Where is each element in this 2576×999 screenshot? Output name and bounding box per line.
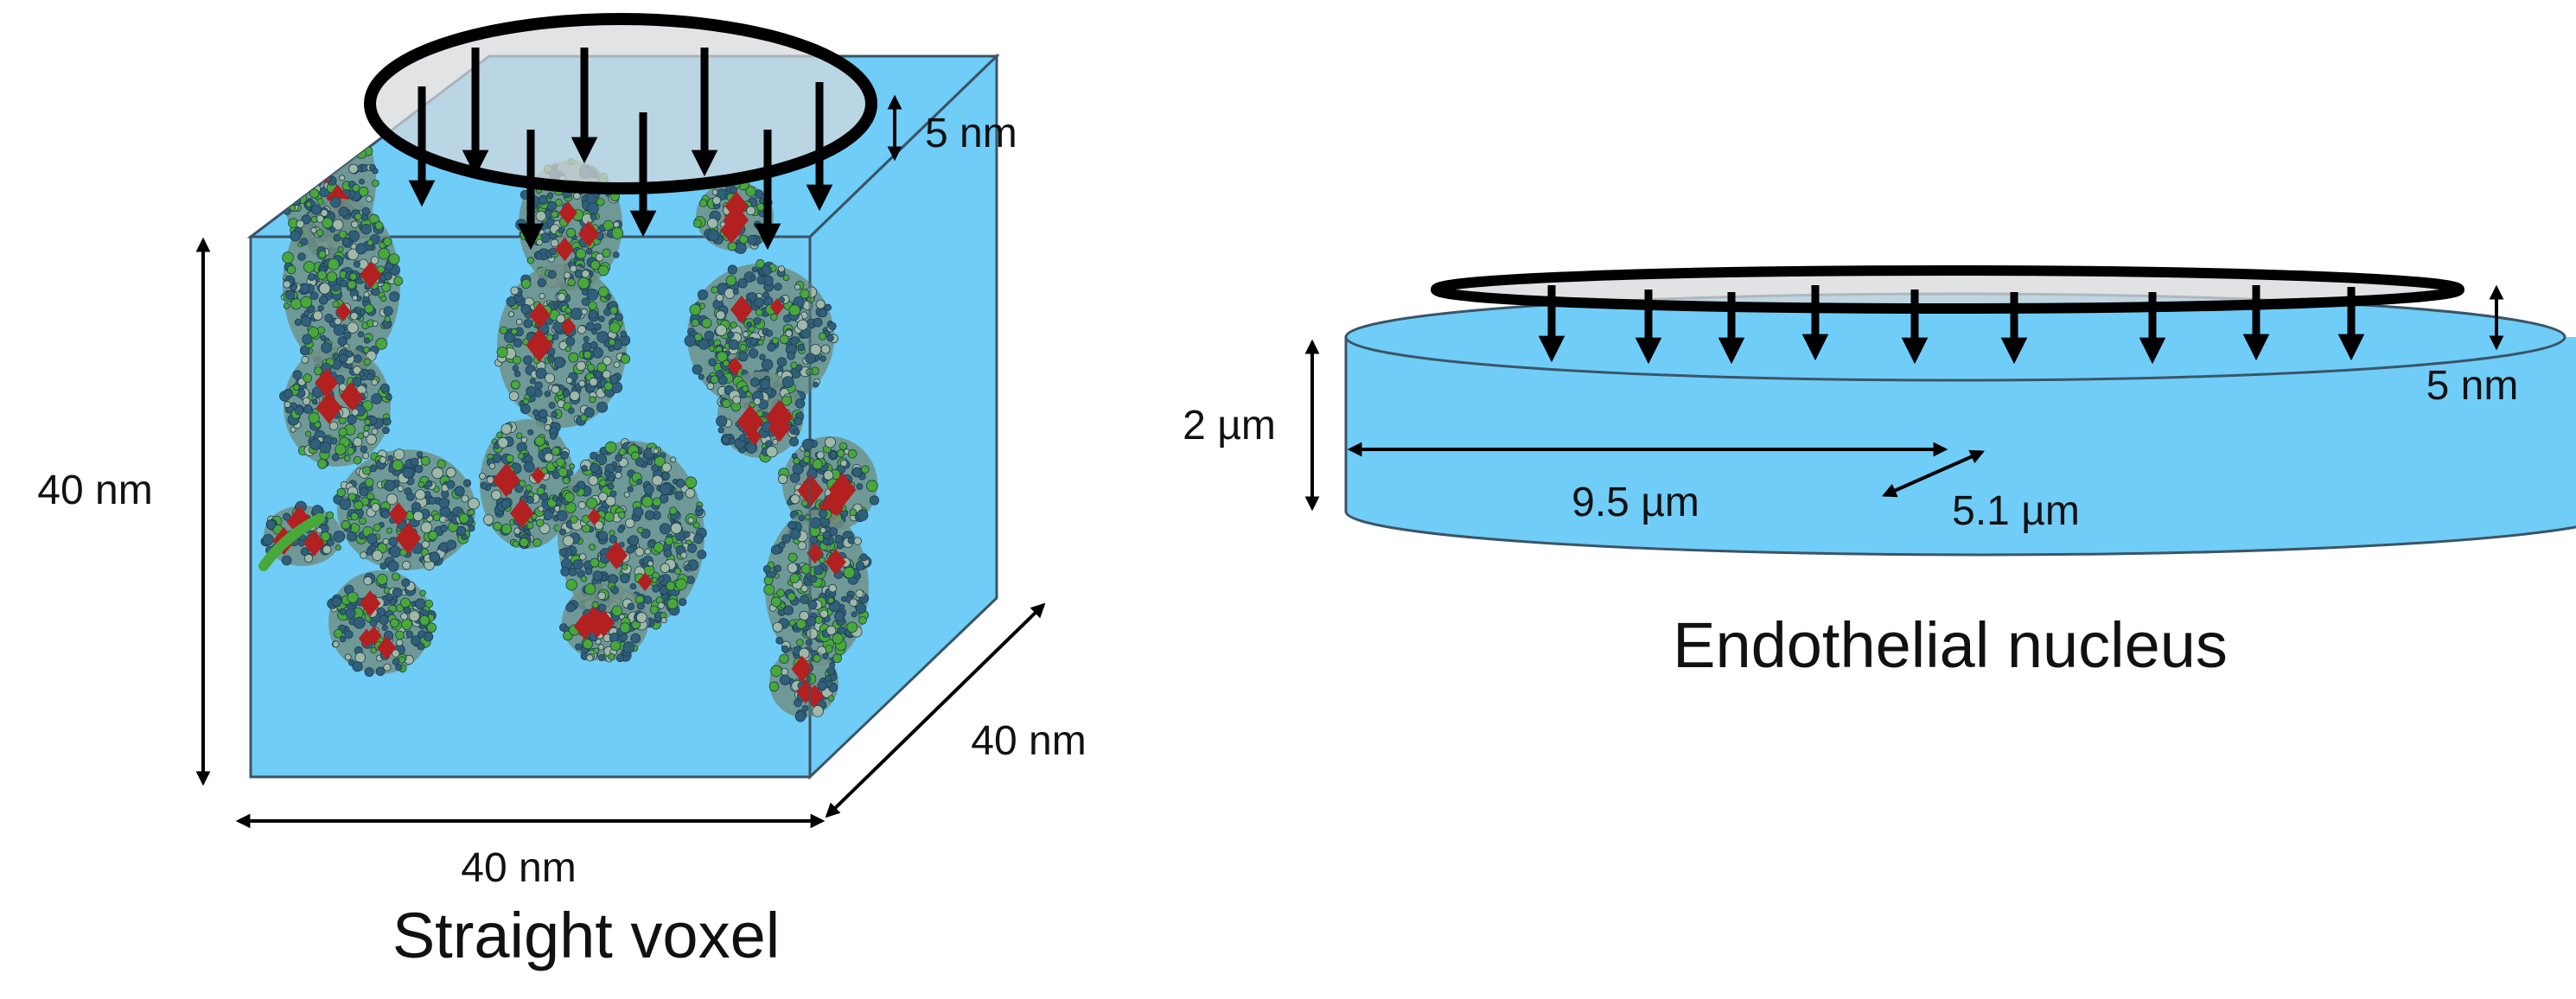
chromatin-cluster bbox=[279, 341, 392, 469]
chromatin-cluster bbox=[333, 449, 480, 572]
beam-thickness-label-right: 5 nm bbox=[2426, 363, 2519, 409]
nucleus-minor-arrow bbox=[1881, 449, 1986, 498]
beam-arrows-left bbox=[408, 48, 833, 251]
chromatin-cluster bbox=[280, 196, 404, 373]
chromatin-tail bbox=[258, 513, 325, 571]
beam-disc-left bbox=[364, 13, 877, 194]
chromatin-cluster bbox=[684, 258, 838, 416]
chromatin-cluster bbox=[716, 372, 806, 463]
depth-arrow bbox=[825, 602, 1046, 818]
voxel-caption: Straight voxel bbox=[392, 900, 780, 971]
cylinder-body bbox=[1344, 337, 2576, 557]
nucleus-radius-label: 9.5 µm bbox=[1572, 480, 1699, 525]
beam-thickness-label-left: 5 nm bbox=[925, 111, 1017, 156]
width-label: 40 nm bbox=[461, 845, 576, 891]
beam-arrows-right bbox=[1538, 285, 2365, 365]
nucleus-minor-label: 5.1 µm bbox=[1952, 488, 2080, 534]
chromatin-fibers bbox=[258, 108, 880, 722]
beam-disc-right bbox=[1431, 265, 2464, 314]
chromatin-cluster bbox=[327, 570, 437, 678]
chromatin-cluster bbox=[494, 261, 631, 433]
depth-label: 40 nm bbox=[971, 718, 1086, 764]
chromatin-cluster bbox=[559, 582, 648, 663]
chromatin-cluster bbox=[556, 438, 707, 633]
nucleus-height-label: 2 µm bbox=[1183, 403, 1276, 449]
height-label: 40 nm bbox=[37, 468, 152, 513]
nucleus-caption: Endothelial nucleus bbox=[1673, 609, 2228, 681]
voxel-edges-overlay bbox=[808, 54, 998, 777]
